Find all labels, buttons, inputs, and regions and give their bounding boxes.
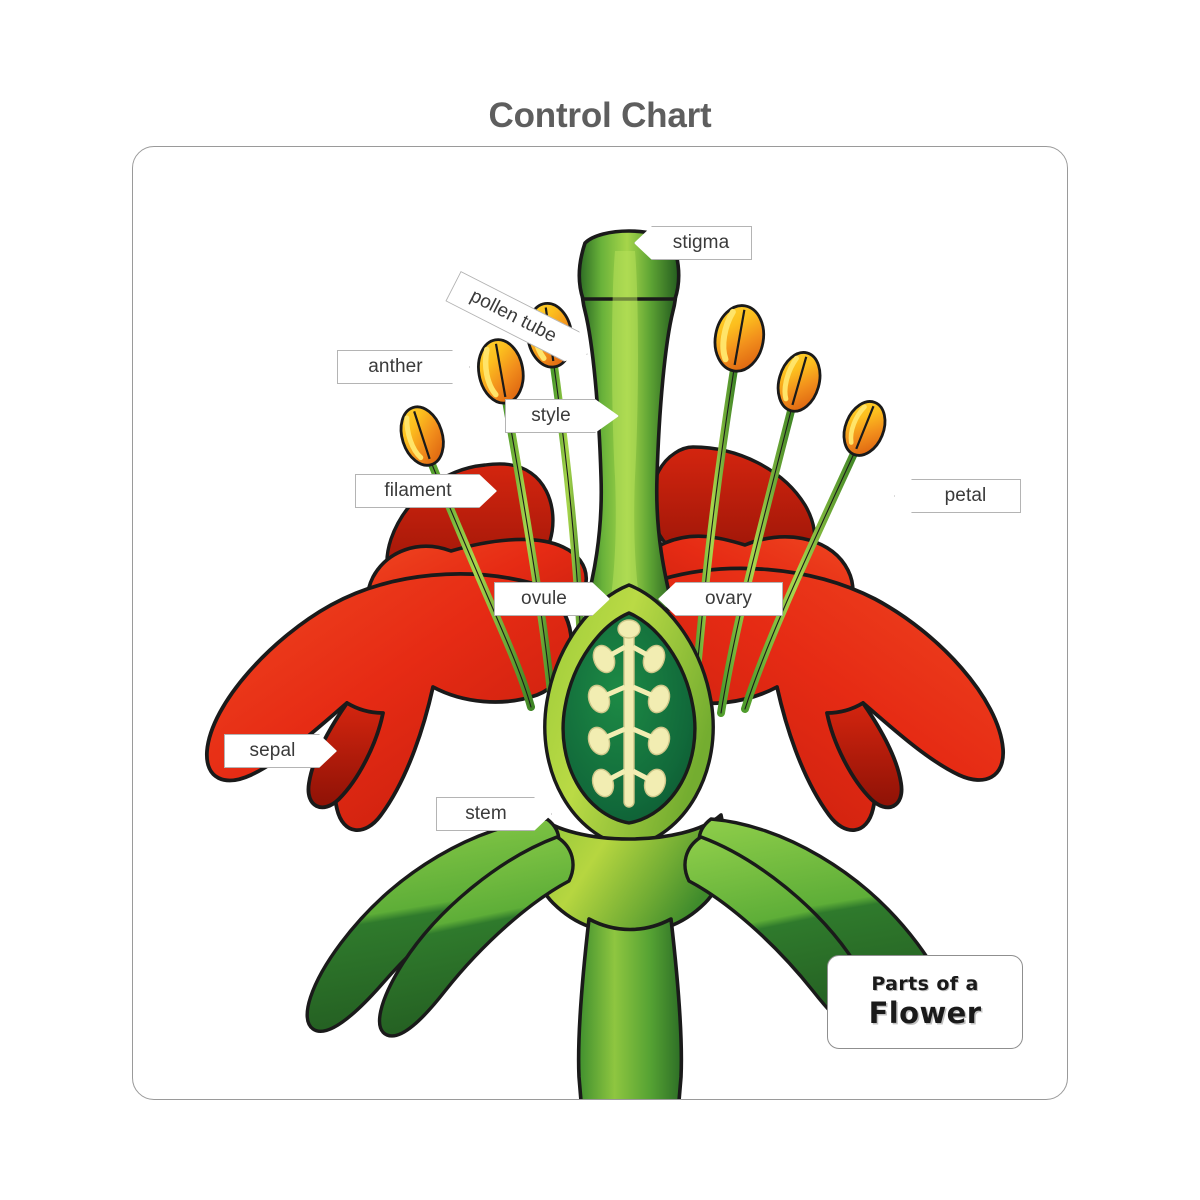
anther-4-slit — [733, 309, 746, 366]
label-ovary[interactable]: ovary — [658, 582, 783, 616]
ovule-axis — [623, 626, 635, 808]
label-filament-text: filament — [384, 480, 452, 501]
anther-1-slit — [413, 411, 431, 460]
label-sepal[interactable]: sepal — [224, 734, 337, 768]
ovary-group — [543, 583, 715, 849]
receptacle-group — [531, 813, 727, 935]
control-chart-card: stigma pollen tube anther style filament… — [132, 146, 1068, 1100]
label-stem[interactable]: stem — [436, 797, 552, 831]
label-style-text: style — [531, 405, 571, 426]
ovule-stalk-l2 — [601, 684, 626, 700]
receptacle — [531, 813, 727, 935]
pistil-column — [577, 229, 681, 611]
sepal-left-inner — [377, 835, 575, 1038]
label-petal[interactable]: petal — [894, 479, 1021, 513]
anther-5-slit — [791, 356, 808, 406]
caption-line-1: Parts of a — [871, 972, 979, 995]
caption-line-2: Flower — [868, 995, 982, 1030]
filament-1-outline — [428, 456, 532, 708]
label-anther[interactable]: anther — [337, 350, 470, 384]
ovule-stalk-r4 — [631, 768, 654, 784]
anther-4-gloss — [720, 308, 736, 363]
label-stigma[interactable]: stigma — [634, 226, 752, 260]
flower-illustration — [205, 229, 1005, 1099]
flower-diagram: stigma pollen tube anther style filament… — [133, 147, 1067, 1099]
ovule-stalk-l3 — [601, 726, 626, 742]
ovule-cluster — [587, 619, 671, 808]
ovule-stalk-l4 — [604, 768, 627, 784]
anther-2-gloss — [482, 346, 499, 398]
stem-group — [576, 917, 684, 1099]
stem — [576, 917, 684, 1099]
style-highlight — [611, 251, 639, 597]
label-filament[interactable]: filament — [355, 474, 497, 508]
caption-box: Parts of a Flower — [827, 955, 1023, 1049]
anther-2-slit — [494, 343, 507, 398]
anther-6-gloss — [848, 404, 867, 445]
ovule-stalk-l1 — [605, 644, 627, 660]
page-title: Control Chart — [488, 96, 712, 135]
filament-6-outline — [744, 446, 858, 710]
label-ovule-text: ovule — [521, 588, 567, 609]
anther-1-gloss — [404, 415, 424, 461]
label-stigma-text: stigma — [672, 232, 730, 253]
anther-5-gloss — [782, 355, 799, 402]
petal-group-front — [205, 566, 1005, 832]
ovule-stalk-r3 — [632, 726, 657, 742]
label-sepal-text: sepal — [249, 740, 296, 761]
anther-6-slit — [855, 405, 875, 450]
label-style[interactable]: style — [505, 399, 619, 433]
label-stem-text: stem — [465, 803, 507, 824]
petal-right-fold — [825, 701, 904, 810]
label-ovule[interactable]: ovule — [494, 582, 610, 616]
label-anther-text: anther — [368, 356, 423, 377]
label-ovary-text: ovary — [705, 588, 752, 609]
label-petal-text: petal — [944, 485, 987, 506]
ovule-stalk-r2 — [632, 684, 657, 700]
ovule-stalk-r1 — [631, 644, 653, 660]
ovule-top — [617, 619, 641, 639]
